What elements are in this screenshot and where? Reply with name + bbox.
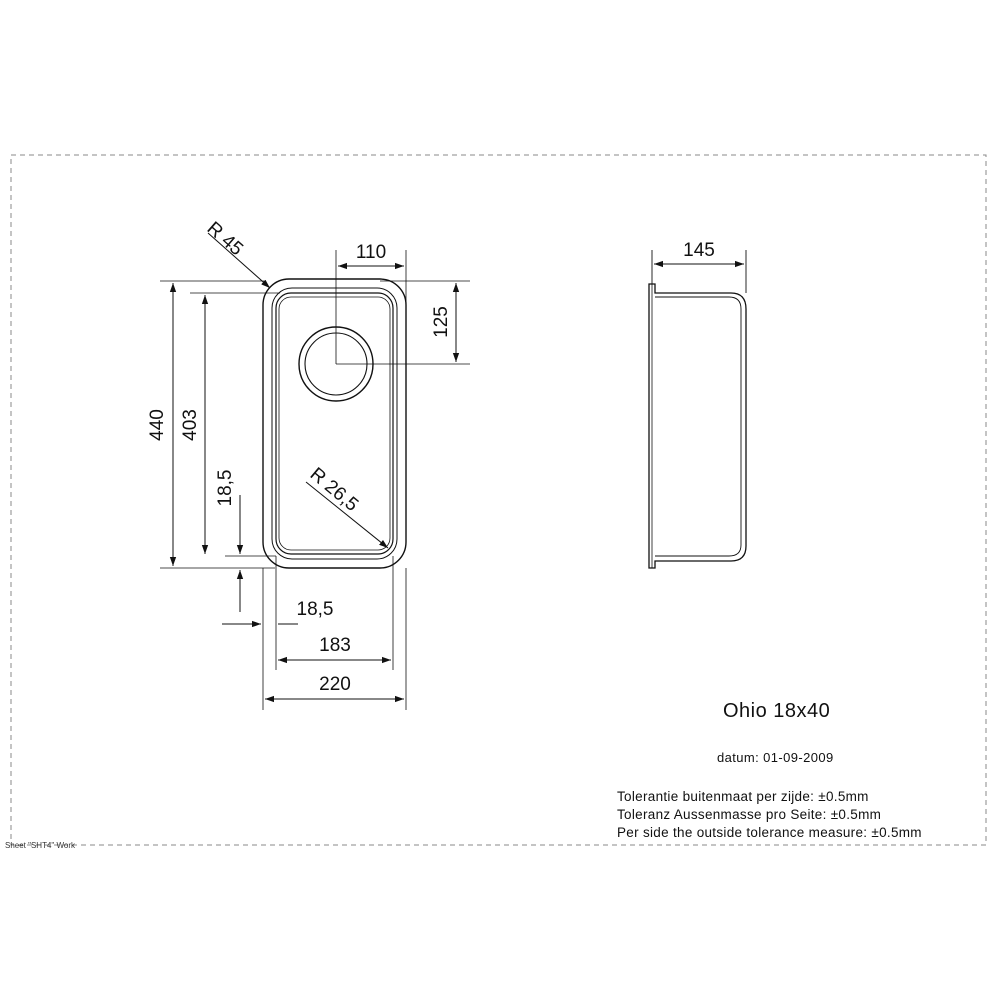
side-view-outer-profile <box>648 283 747 569</box>
label-220: 220 <box>319 674 351 695</box>
drawing-title: Ohio 18x40 <box>723 700 831 722</box>
dimension-lines <box>169 232 460 703</box>
radius-45-leader <box>207 232 271 289</box>
label-183: 183 <box>319 635 351 656</box>
sink-bowl <box>275 292 394 555</box>
label-403: 403 <box>180 409 201 441</box>
tolerance-note-en: Per side the outside tolerance measure: … <box>617 825 922 840</box>
sheet-border <box>10 154 987 846</box>
radius-265-leader <box>305 481 389 549</box>
label-185-vertical: 18,5 <box>215 470 236 507</box>
label-r45: R 45 <box>203 218 247 260</box>
label-185-horizontal: 18,5 <box>297 599 334 620</box>
side-view-dimension <box>651 250 747 293</box>
side-view-inner-profile <box>655 296 742 557</box>
sink-side-view <box>648 283 747 569</box>
sink-bowl-inner <box>278 296 391 551</box>
sheet-label: Sheet "SHT4" Work <box>5 841 75 850</box>
sink-outer-rim <box>262 278 407 569</box>
label-145: 145 <box>683 240 715 261</box>
extension-lines <box>160 250 470 710</box>
label-110: 110 <box>356 242 386 263</box>
label-r265: R 26,5 <box>306 464 362 516</box>
label-440: 440 <box>147 409 168 441</box>
drawing-date: datum: 01-09-2009 <box>717 750 834 765</box>
tolerance-note-nl: Tolerantie buitenmaat per zijde: ±0.5mm <box>617 789 869 804</box>
sink-top-view <box>262 278 407 569</box>
tolerance-note-de: Toleranz Aussenmasse pro Seite: ±0.5mm <box>617 807 882 822</box>
label-125: 125 <box>431 306 452 338</box>
sink-rim-inner-line <box>271 287 398 560</box>
